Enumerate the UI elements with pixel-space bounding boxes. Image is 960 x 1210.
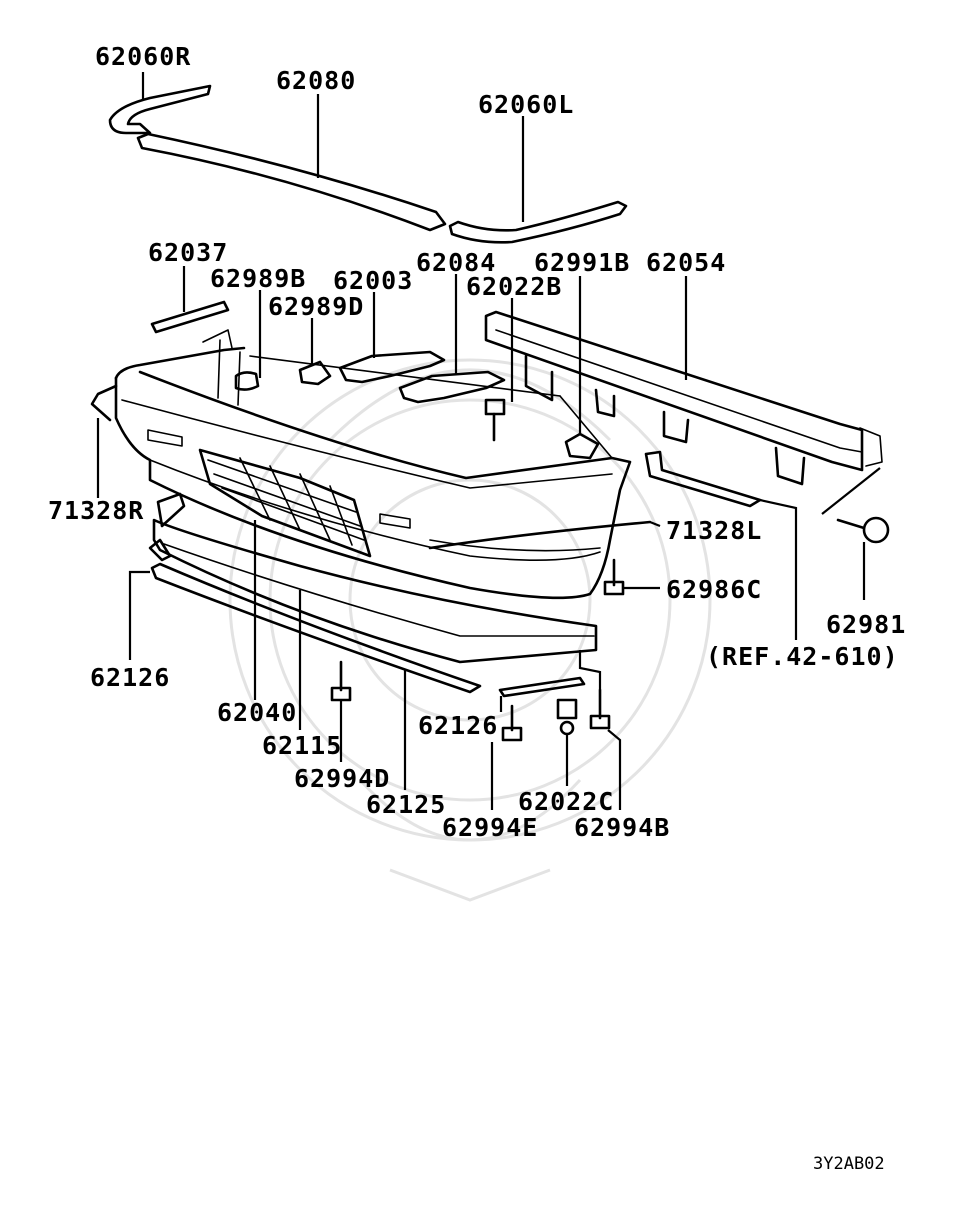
label-62989D: 62989D bbox=[268, 292, 365, 321]
part-71328-wires bbox=[90, 384, 652, 550]
part-62037-strip bbox=[150, 300, 230, 334]
fastener-62022C bbox=[556, 698, 578, 736]
watermark-emblem bbox=[228, 358, 712, 902]
label-62126-right: 62126 bbox=[418, 711, 499, 740]
label-62060L: 62060L bbox=[478, 90, 575, 119]
part-62054-reinforcement bbox=[484, 310, 883, 486]
label-62994B: 62994B bbox=[574, 813, 671, 842]
label-62986C: 62986C bbox=[666, 575, 763, 604]
part-62115-spoiler bbox=[152, 518, 598, 664]
part-side-bracket bbox=[644, 450, 762, 508]
part-bumper-face bbox=[114, 329, 632, 600]
label-71328R: 71328R bbox=[48, 496, 145, 525]
label-62022C: 62022C bbox=[518, 787, 615, 816]
fastener-62981 bbox=[836, 516, 890, 544]
leader-lines bbox=[96, 72, 881, 810]
fastener-62022B bbox=[484, 398, 506, 442]
label-62126-left: 62126 bbox=[90, 663, 171, 692]
label-62084: 62084 bbox=[416, 248, 497, 277]
part-62060L-end-molding bbox=[448, 200, 628, 244]
label-62060R: 62060R bbox=[95, 42, 192, 71]
label-62037: 62037 bbox=[148, 238, 229, 267]
label-62994D: 62994D bbox=[294, 764, 391, 793]
label-71328L: 71328L bbox=[666, 516, 763, 545]
part-62080-center-molding bbox=[136, 132, 447, 232]
part-62060R-end-molding bbox=[108, 84, 212, 135]
label-62991B: 62991B bbox=[534, 248, 631, 277]
part-upper-brackets bbox=[234, 350, 600, 460]
label-62989B: 62989B bbox=[210, 264, 307, 293]
fastener-62986C bbox=[603, 558, 625, 596]
label-62003: 62003 bbox=[333, 266, 414, 295]
label-62054: 62054 bbox=[646, 248, 727, 277]
label-62981: 62981 bbox=[826, 610, 907, 639]
diagram-code: 3Y2AB02 bbox=[813, 1154, 885, 1174]
part-62040-grille bbox=[198, 448, 372, 558]
label-62125: 62125 bbox=[366, 790, 447, 819]
part-62125-lower-lip bbox=[150, 562, 482, 694]
label-62040: 62040 bbox=[217, 698, 298, 727]
label-62022B: 62022B bbox=[466, 272, 563, 301]
fastener-62994D bbox=[330, 660, 352, 702]
fastener-62994B bbox=[589, 688, 611, 730]
fastener-62994E bbox=[501, 704, 523, 742]
label-ref-42-610: (REF.42-610) bbox=[706, 642, 899, 671]
label-62994E: 62994E bbox=[442, 813, 539, 842]
label-62115: 62115 bbox=[262, 731, 343, 760]
label-62080: 62080 bbox=[276, 66, 357, 95]
